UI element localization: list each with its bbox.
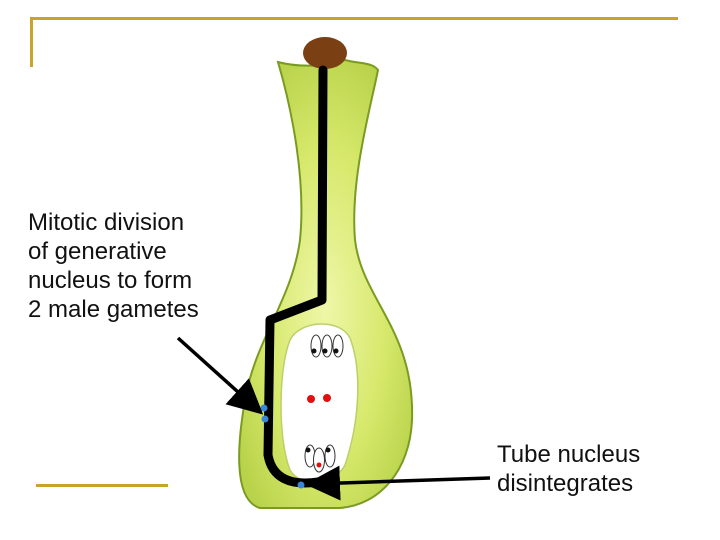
bottom-rule-left xyxy=(36,484,168,487)
male-gamete xyxy=(260,404,268,412)
label-tube-nucleus: Tube nucleus disintegrates xyxy=(497,440,697,498)
polar-nucleus xyxy=(323,394,331,402)
embryo-sac xyxy=(280,323,359,483)
arrow-generative-division xyxy=(176,336,264,415)
antipodal-cells xyxy=(310,334,344,358)
label-generative-division: Mitotic division of generative nucleus t… xyxy=(28,209,199,323)
polar-nucleus xyxy=(307,395,315,403)
egg-apparatus xyxy=(304,444,336,473)
male-gamete xyxy=(261,415,269,423)
arrow-tube-nucleus xyxy=(305,465,491,501)
male-gamete xyxy=(297,481,305,489)
left-rule xyxy=(30,17,33,67)
top-rule xyxy=(30,17,678,20)
pollen-grain xyxy=(303,37,347,69)
